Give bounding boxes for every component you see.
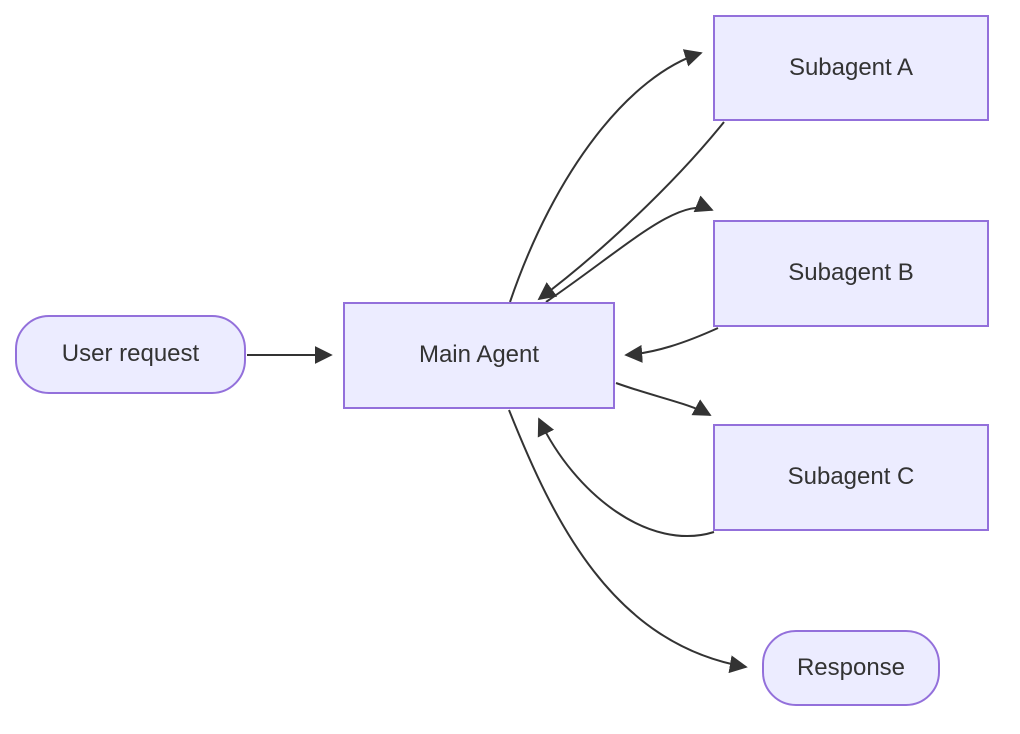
node-subagent-c: Subagent C	[713, 424, 989, 531]
node-main-agent-label: Main Agent	[418, 341, 540, 369]
edge-main-agent-to-subagent-c	[615, 382, 712, 416]
edge-subagent-c-to-main-agent	[537, 417, 715, 538]
edge-main-agent-to-subagent-b	[545, 195, 714, 303]
node-subagent-c-label: Subagent C	[787, 463, 915, 491]
node-response-label: Response	[796, 653, 906, 681]
node-subagent-b-label: Subagent B	[788, 259, 914, 287]
edge-subagent-a-to-main-agent	[537, 121, 725, 301]
node-subagent-b: Subagent B	[713, 220, 989, 327]
node-main-agent: Main Agent	[343, 302, 615, 409]
edge-subagent-b-to-main-agent	[624, 327, 719, 363]
node-user-request: User request	[15, 315, 246, 394]
node-subagent-a: Subagent A	[713, 15, 989, 121]
node-response: Response	[762, 630, 940, 706]
node-user-request-label: User request	[61, 340, 200, 368]
edge-main-agent-to-subagent-a	[509, 49, 703, 303]
edge-main-agent-to-response	[508, 409, 748, 674]
node-subagent-a-label: Subagent A	[788, 53, 914, 81]
